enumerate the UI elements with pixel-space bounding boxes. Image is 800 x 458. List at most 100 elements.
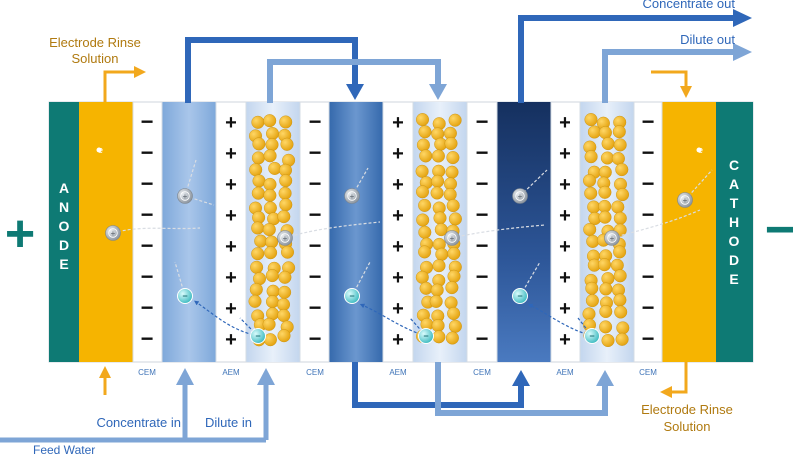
membrane-sign: −	[309, 326, 322, 351]
membrane-sign: +	[559, 298, 571, 320]
salt-particle	[262, 223, 276, 237]
membrane-label-cem-3: CEM	[473, 368, 491, 377]
salt-particle	[445, 165, 459, 179]
dilute-in-arrowhead	[257, 368, 275, 385]
salt-particle	[584, 113, 598, 127]
cation: +	[512, 188, 528, 204]
salt-particle	[277, 298, 291, 312]
membrane-sign: −	[642, 109, 655, 134]
salt-particle	[598, 258, 612, 272]
salt-particle	[431, 149, 445, 163]
salt-particle	[601, 334, 615, 348]
salt-particle	[415, 164, 429, 178]
anion: −	[418, 328, 434, 344]
salt-particle	[279, 198, 293, 212]
salt-particle	[444, 136, 458, 150]
salt-particle	[599, 305, 613, 319]
cation: +	[677, 192, 693, 208]
cathode-letter: T	[730, 195, 739, 211]
salt-particle	[278, 270, 292, 284]
concentrate-out-flow	[518, 15, 735, 103]
salt-particle	[250, 260, 264, 274]
salt-particle	[448, 113, 462, 127]
salt-particle	[254, 234, 268, 248]
membrane-sign: −	[476, 202, 489, 227]
concentrate-out-label: Concentrate out	[642, 0, 735, 11]
salt-particle	[277, 329, 291, 343]
concentrate-out-arrowhead	[733, 9, 752, 27]
salt-particle	[251, 186, 265, 200]
salt-particle	[613, 245, 627, 259]
salt-particle	[445, 281, 459, 295]
svg-text:−: −	[349, 291, 354, 301]
salt-particle	[278, 186, 292, 200]
svg-text:+: +	[283, 234, 288, 243]
salt-particle	[447, 307, 461, 321]
membrane-sign: −	[642, 171, 655, 196]
salt-particle	[281, 245, 295, 259]
salt-particle	[252, 272, 266, 286]
salt-particle	[251, 221, 265, 235]
rinse-in-left-arrowhead	[99, 366, 111, 378]
membrane-sign: +	[392, 205, 404, 227]
salt-particle	[583, 174, 597, 188]
electron-right: e	[696, 145, 703, 155]
salt-particle	[443, 187, 457, 201]
rinse-out-right	[670, 362, 688, 394]
membrane-sign: −	[141, 202, 154, 227]
salt-particle	[265, 138, 279, 152]
salt-particle	[448, 212, 462, 226]
concentrate-compartment-1	[162, 102, 216, 362]
membrane-sign: −	[141, 326, 154, 351]
salt-particle	[585, 281, 599, 295]
cation: +	[105, 225, 121, 241]
salt-particle	[598, 165, 612, 179]
salt-particle	[584, 150, 598, 164]
cation: +	[444, 230, 460, 246]
membrane-sign: +	[225, 267, 237, 289]
svg-text:+: +	[450, 234, 455, 243]
membrane-sign: −	[309, 109, 322, 134]
concentrate-compartment-3	[497, 102, 551, 362]
salt-particle	[263, 201, 277, 215]
salt-particle	[435, 247, 449, 261]
membrane-sign: +	[559, 143, 571, 165]
membrane-sign: −	[476, 264, 489, 289]
salt-particle	[584, 186, 598, 200]
salt-particle	[613, 211, 627, 225]
salt-particle	[598, 185, 612, 199]
membrane-sign: +	[559, 174, 571, 196]
rinse-compartment-right	[662, 102, 716, 362]
salt-particle	[248, 294, 262, 308]
membrane-sign: −	[309, 140, 322, 165]
cathode-letter: E	[729, 271, 738, 287]
salt-particle	[431, 319, 445, 333]
membrane-sign: −	[476, 171, 489, 196]
anode-letter: N	[59, 199, 69, 215]
rinse-out-left-arrowhead	[134, 66, 146, 78]
membrane-label-aem-1: AEM	[222, 368, 240, 377]
svg-text:+: +	[183, 192, 188, 201]
membrane-sign: −	[141, 295, 154, 320]
dilute-flow-bottom	[435, 362, 608, 416]
salt-particle	[611, 152, 625, 166]
membrane-sign: −	[309, 233, 322, 258]
svg-text:+: +	[518, 192, 523, 201]
concentrate-compartment-2	[329, 102, 383, 362]
salt-particle	[433, 211, 447, 225]
dilute-in-label: Dilute in	[205, 415, 252, 430]
salt-particle	[251, 115, 265, 129]
membrane-sign: −	[141, 171, 154, 196]
dilute-flow-top-arrowhead	[429, 84, 447, 100]
svg-text:+: +	[350, 192, 355, 201]
salt-particle	[277, 309, 291, 323]
salt-particle	[615, 332, 629, 346]
salt-particle	[432, 330, 446, 344]
salt-particle	[268, 161, 282, 175]
salt-particle	[446, 199, 460, 213]
rinse-in-right	[651, 70, 688, 88]
membrane-sign: +	[225, 329, 237, 351]
membrane-sign: +	[392, 236, 404, 258]
membrane-sign: −	[476, 326, 489, 351]
salt-particle	[419, 149, 433, 163]
